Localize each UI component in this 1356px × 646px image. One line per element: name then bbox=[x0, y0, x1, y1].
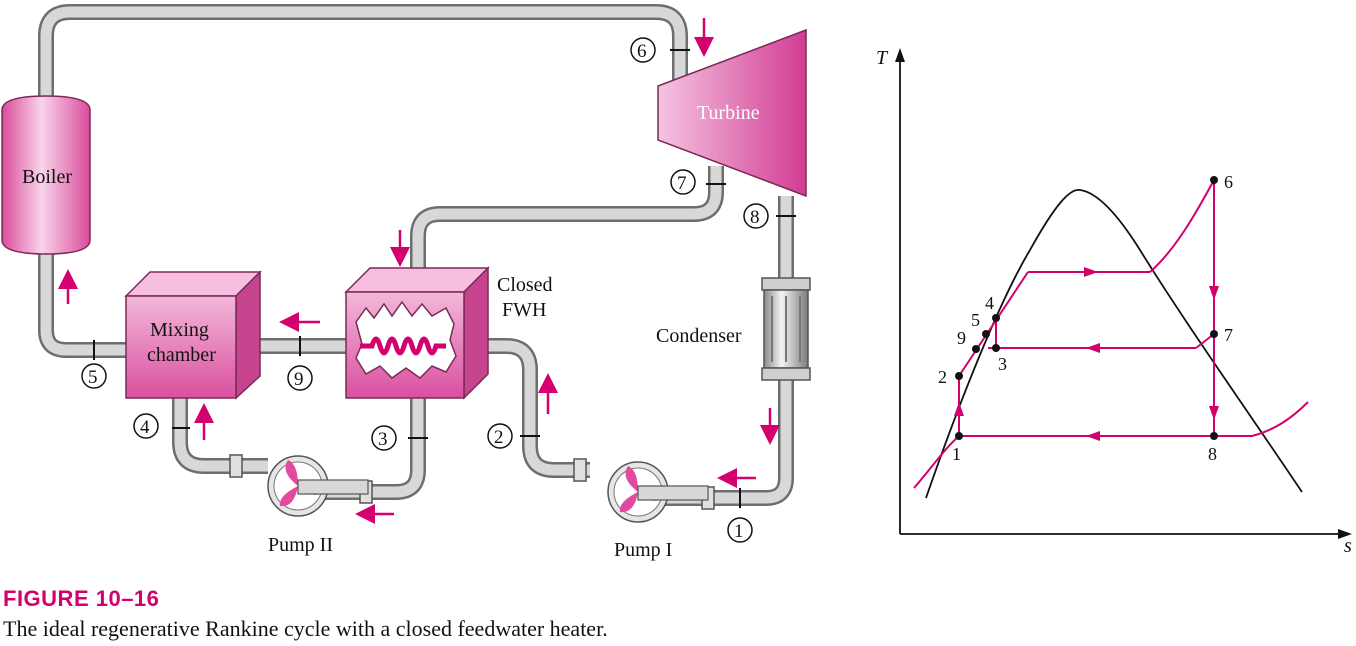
pipe-condenser-to-pump1 bbox=[660, 380, 794, 506]
ts-compressed-liquid-line bbox=[913, 435, 960, 489]
state-marker-3: 3 bbox=[371, 425, 397, 451]
ts-point-3: 3 bbox=[998, 354, 1007, 374]
svg-text:7: 7 bbox=[677, 173, 687, 194]
condenser-label: Condenser bbox=[656, 325, 742, 347]
closed-fwh-label-1: Closed bbox=[497, 274, 553, 296]
state-marker-9: 9 bbox=[287, 365, 313, 391]
state-marker-1: 1 bbox=[727, 517, 753, 543]
ts-point-2: 2 bbox=[938, 367, 947, 387]
ts-point-4: 4 bbox=[985, 293, 994, 313]
boiler-label: Boiler bbox=[22, 166, 72, 188]
flow-arrows bbox=[58, 18, 780, 524]
pump-1: Pump I bbox=[607, 461, 709, 561]
pipe-mixing-to-boiler bbox=[38, 250, 130, 358]
station-ticks bbox=[93, 49, 796, 508]
closed-fwh-label-2: FWH bbox=[502, 299, 546, 321]
mixing-chamber: Mixing chamber bbox=[124, 270, 262, 400]
svg-text:8: 8 bbox=[750, 207, 760, 228]
condenser: Condenser bbox=[656, 277, 811, 381]
fwh-coil bbox=[360, 336, 446, 356]
state-marker-2: 2 bbox=[487, 423, 513, 449]
state-marker-7: 7 bbox=[670, 169, 696, 195]
ts-y-label: T bbox=[876, 47, 889, 69]
pump-2-label: Pump II bbox=[268, 534, 333, 556]
state-markers: 6 7 8 5 9 4 3 2 1 bbox=[81, 37, 769, 543]
ts-x-label: s bbox=[1344, 535, 1352, 557]
state-marker-4: 4 bbox=[133, 413, 159, 439]
svg-text:3: 3 bbox=[378, 429, 388, 450]
turbine: Turbine bbox=[657, 28, 807, 198]
boiler: Boiler bbox=[1, 95, 91, 255]
pump-1-label: Pump I bbox=[614, 539, 672, 561]
turbine-label: Turbine bbox=[697, 102, 760, 124]
svg-text:9: 9 bbox=[294, 369, 304, 390]
svg-text:1: 1 bbox=[734, 521, 744, 542]
ts-point-1: 1 bbox=[952, 444, 961, 464]
closed-fwh: Closed FWH bbox=[344, 266, 553, 400]
pump-2: Pump II bbox=[267, 455, 369, 556]
svg-text:4: 4 bbox=[140, 417, 150, 438]
figure-caption: The ideal regenerative Rankine cycle wit… bbox=[3, 616, 608, 641]
ts-point-8: 8 bbox=[1208, 444, 1217, 464]
ts-point-6: 6 bbox=[1224, 172, 1233, 192]
state-marker-6: 6 bbox=[630, 37, 656, 63]
svg-text:6: 6 bbox=[637, 41, 647, 62]
saturation-dome bbox=[925, 189, 1303, 499]
pipe-network bbox=[38, 4, 794, 506]
pipe-pump2-to-mixing bbox=[172, 398, 268, 474]
svg-text:5: 5 bbox=[88, 367, 98, 388]
ts-point-7: 7 bbox=[1224, 325, 1233, 345]
ts-point-9: 9 bbox=[957, 328, 966, 348]
rankine-cycle-diagram: Boiler Turbine Mixing chamber Closed FWH… bbox=[1, 4, 1352, 561]
ts-point-5: 5 bbox=[971, 310, 980, 330]
ts-diagram: T s bbox=[876, 47, 1352, 557]
mixing-chamber-label-2: chamber bbox=[147, 344, 216, 366]
figure-label: FIGURE 10–16 bbox=[3, 586, 160, 611]
state-marker-8: 8 bbox=[743, 203, 769, 229]
mixing-chamber-label-1: Mixing bbox=[150, 319, 209, 341]
state-marker-5: 5 bbox=[81, 363, 107, 389]
pipe-boiler-to-turbine bbox=[38, 4, 688, 100]
svg-text:2: 2 bbox=[494, 427, 504, 448]
